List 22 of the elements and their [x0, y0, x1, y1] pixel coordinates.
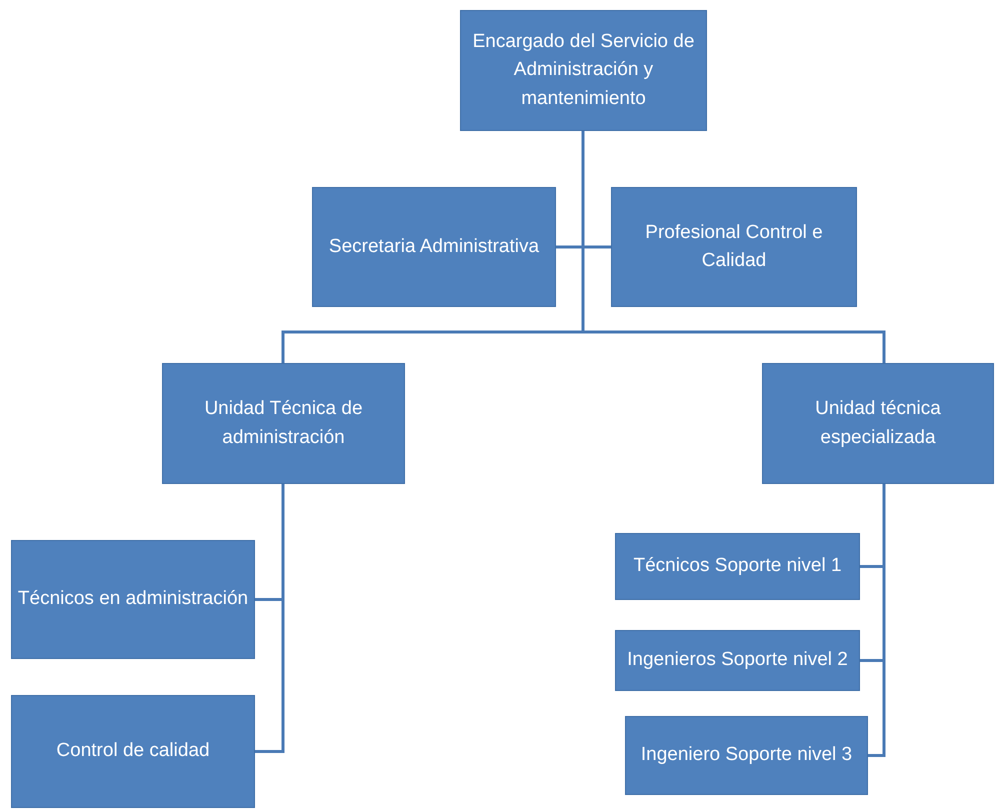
connector-line — [868, 484, 886, 757]
role-title: Técnicos Soporte nivel 1 — [633, 554, 842, 578]
role-title: Técnicos en administración — [18, 587, 248, 612]
org-box — [11, 695, 255, 808]
role-title: Encargado del Servicio de Administración y mantenimiento — [472, 30, 696, 111]
role-title: Secretaria Administrativa — [328, 234, 540, 259]
role-title: Profesional Control e Calidad — [644, 220, 824, 273]
role-title: Ingenieros Soporte nivel 2 — [627, 648, 848, 672]
org-box — [625, 716, 868, 795]
org-box — [615, 630, 860, 691]
org-box — [312, 187, 556, 307]
org-box — [611, 187, 857, 307]
org-box — [615, 533, 860, 600]
role-title: Ingeniero Soporte nivel 3 — [640, 743, 852, 768]
connector-line — [255, 484, 284, 753]
org-box — [460, 10, 707, 131]
org-box — [11, 540, 255, 659]
role-title: Control de calidad — [56, 739, 210, 764]
org-box — [762, 363, 994, 484]
role-title: Unidad Técnica de administración — [203, 397, 364, 450]
org-box — [162, 363, 405, 484]
role-title: Unidad técnica especializada — [814, 397, 942, 450]
